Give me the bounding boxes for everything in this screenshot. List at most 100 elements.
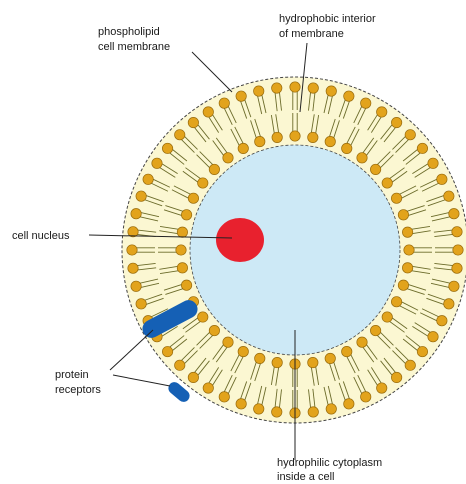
lipid-head [402, 263, 412, 273]
lipid-head [453, 245, 463, 255]
lipid-head [342, 346, 352, 356]
lipid-head [198, 178, 208, 188]
lipid-head [308, 357, 318, 367]
lipid-head [272, 132, 282, 142]
lipid-head [219, 98, 229, 108]
lipid-head [398, 280, 408, 290]
lipid-head [177, 227, 187, 237]
lipid-head [405, 360, 415, 370]
phospholipid-label-line2: cell membrane [98, 41, 170, 53]
lipid-head [437, 174, 447, 184]
lipid-head [162, 143, 172, 153]
protein-leader-small [113, 375, 170, 386]
lipid-head [290, 131, 300, 141]
lipid-head [272, 357, 282, 367]
lipid-head [136, 299, 146, 309]
lipid-head [175, 130, 185, 140]
lipid-head [254, 86, 264, 96]
hydrophobic-label-line1: hydrophobic interior [279, 13, 376, 25]
lipid-head [370, 325, 380, 335]
lipid-head [391, 117, 401, 127]
lipid-head [325, 136, 335, 146]
lipid-head [188, 117, 198, 127]
lipid-head [428, 332, 438, 342]
lipid-head [444, 299, 454, 309]
lipid-head [203, 383, 213, 393]
lipid-head [236, 399, 246, 409]
lipid-head [417, 143, 427, 153]
lipid-head [175, 360, 185, 370]
lipid-head [219, 392, 229, 402]
lipid-head [254, 404, 264, 414]
lipid-head [272, 407, 282, 417]
lipid-head [452, 263, 462, 273]
lipid-head [449, 281, 459, 291]
lipid-head [377, 383, 387, 393]
lipid-head [203, 107, 213, 117]
lipid-head [377, 107, 387, 117]
lipid-head [391, 297, 401, 307]
lipid-head [255, 353, 265, 363]
lipid-head [417, 346, 427, 356]
cytoplasm-label-line2: inside a cell [277, 471, 334, 483]
lipid-head [449, 209, 459, 219]
phospholipid-label-line1: phospholipid [98, 26, 160, 38]
lipid-head [209, 325, 219, 335]
lipid-head [223, 153, 233, 163]
lipid-head [238, 346, 248, 356]
hydrophobic-label-line2: of membrane [279, 28, 344, 40]
lipid-head [402, 227, 412, 237]
lipid-head [128, 263, 138, 273]
lipid-head [162, 346, 172, 356]
lipid-head [404, 245, 414, 255]
lipid-head [181, 280, 191, 290]
lipid-head [188, 193, 198, 203]
lipid-head [437, 316, 447, 326]
lipid-head [308, 132, 318, 142]
lipid-head [290, 82, 300, 92]
lipid-head [272, 83, 282, 93]
lipid-head [382, 178, 392, 188]
lipid-head [308, 407, 318, 417]
lipid-head [344, 399, 354, 409]
lipid-head [176, 245, 186, 255]
lipid-head [127, 245, 137, 255]
lipid-head [398, 210, 408, 220]
lipid-head [131, 281, 141, 291]
lipid-head [255, 136, 265, 146]
lipid-head [444, 191, 454, 201]
lipid-head [223, 337, 233, 347]
lipid-head [236, 91, 246, 101]
lipid-head [198, 312, 208, 322]
protein-leader-large [110, 330, 153, 370]
lipid-head [181, 210, 191, 220]
protein-label-line1: protein [55, 369, 89, 381]
lipid-head [143, 174, 153, 184]
lipid-head [326, 404, 336, 414]
lipid-head [428, 158, 438, 168]
lipid-head [344, 91, 354, 101]
lipid-head [342, 143, 352, 153]
lipid-head [238, 143, 248, 153]
lipid-head [357, 153, 367, 163]
lipid-head [370, 164, 380, 174]
lipid-head [452, 227, 462, 237]
lipid-head [209, 164, 219, 174]
protein-label-line2: receptors [55, 384, 101, 396]
lipid-head [357, 337, 367, 347]
lipid-head [152, 158, 162, 168]
lipid-head [361, 98, 371, 108]
lipid-head [177, 263, 187, 273]
lipid-head [326, 86, 336, 96]
lipid-head [325, 353, 335, 363]
lipid-head [391, 372, 401, 382]
lipid-head [188, 372, 198, 382]
lipid-head [136, 191, 146, 201]
lipid-head [361, 392, 371, 402]
lipid-head [391, 193, 401, 203]
lipid-head [131, 209, 141, 219]
nucleus-label: cell nucleus [12, 230, 70, 242]
cytoplasm-label-line1: hydrophilic cytoplasm [277, 457, 382, 469]
cell-nucleus [216, 218, 264, 262]
